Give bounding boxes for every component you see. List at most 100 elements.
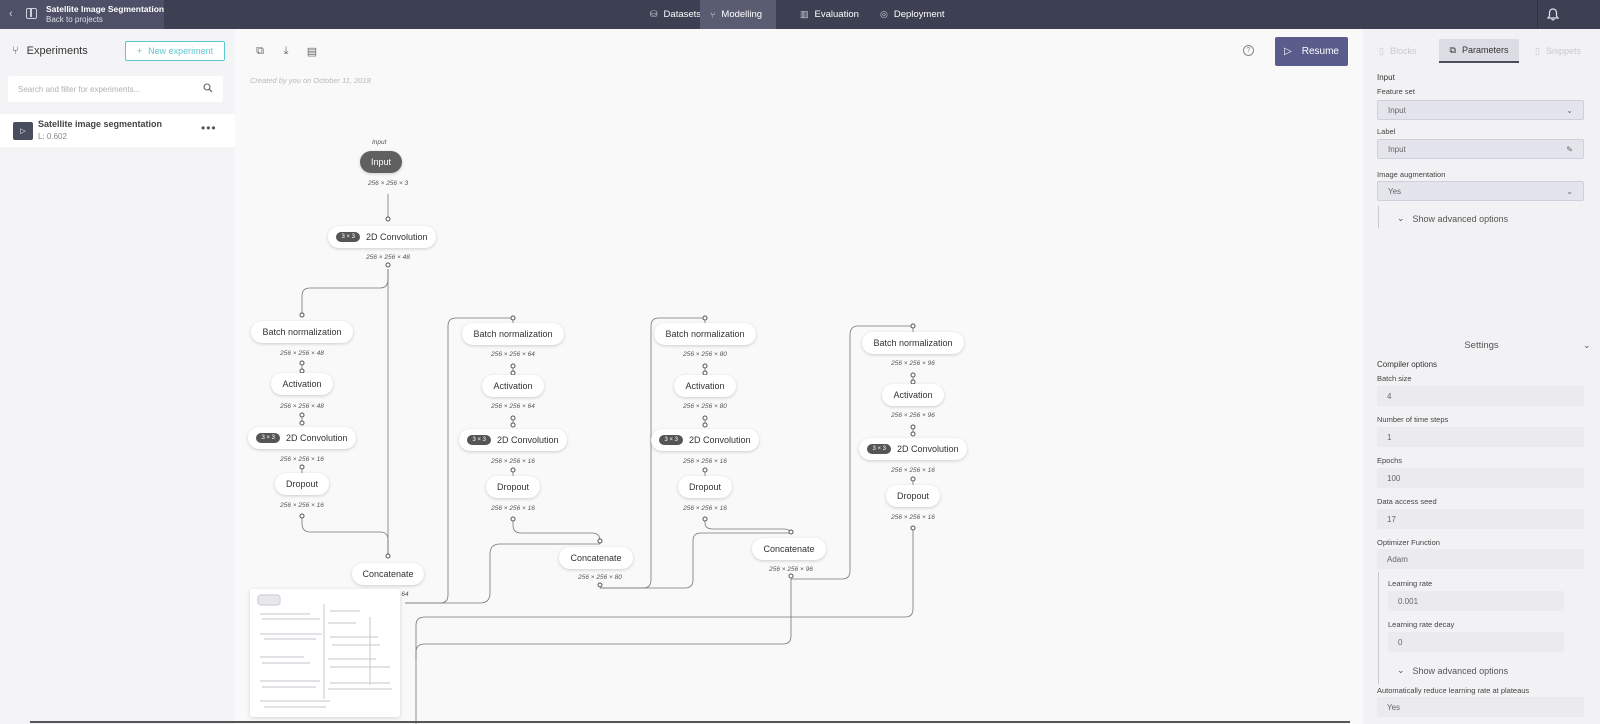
tab-label: Deployment <box>893 9 945 20</box>
tab-evaluation[interactable]: ▥ Evaluation <box>790 0 869 29</box>
dimension-label: 256 × 256 × 80 <box>683 403 727 410</box>
more-options-icon[interactable]: ••• <box>201 121 217 135</box>
batch-normalization-node[interactable]: Batch normalization <box>862 332 964 354</box>
horizontal-scrollbar[interactable] <box>30 721 1350 723</box>
show-advanced-options-toggle[interactable]: ⌄ Show advanced options <box>1397 665 1508 676</box>
new-experiment-button[interactable]: + New experiment <box>125 41 225 61</box>
experiment-name: Satellite image segmentation <box>38 119 163 129</box>
kernel-badge: 3 × 3 <box>336 232 360 242</box>
feature-set-value: Input <box>1388 105 1406 115</box>
node-label: Activation <box>893 390 933 400</box>
conv2d-node[interactable]: 3 × 3 2D Convolution <box>651 429 759 451</box>
concatenate-node[interactable]: Concatenate <box>352 563 424 585</box>
batch-normalization-node[interactable]: Batch normalization <box>251 321 353 343</box>
reduce-lr-select[interactable]: Yes <box>1377 697 1584 717</box>
project-header[interactable]: ‹ Satellite Image Segmentation Back to p… <box>0 0 164 29</box>
dimension-label: 256 × 256 × 16 <box>891 467 935 474</box>
dropout-node[interactable]: Dropout <box>486 476 540 498</box>
play-icon: ▷ <box>1284 46 1292 57</box>
dimension-label: 256 × 256 × 64 <box>491 403 535 410</box>
input-node[interactable]: Input <box>360 151 402 173</box>
back-to-projects-link[interactable]: Back to projects <box>46 15 103 24</box>
help-icon[interactable]: ? <box>1243 45 1254 56</box>
epochs-input[interactable]: 100 <box>1377 468 1584 488</box>
experiment-search-input[interactable]: Search and filter for experiments... <box>8 76 223 102</box>
show-advanced-label: Show advanced options <box>1412 213 1509 224</box>
label-input[interactable]: Input ✎ <box>1377 139 1584 159</box>
tab-snippets[interactable]: ▯ Snippets <box>1535 39 1581 63</box>
resume-button[interactable]: ▷ Resume <box>1275 37 1348 66</box>
tab-deployment[interactable]: ◎ Deployment <box>870 0 955 29</box>
chevron-down-icon: ⌄ <box>1566 186 1573 196</box>
learning-rate-label: Learning rate <box>1388 579 1433 588</box>
batch-normalization-node[interactable]: Batch normalization <box>462 323 564 345</box>
time-steps-label: Number of time steps <box>1377 415 1449 424</box>
node-label: Batch normalization <box>473 329 553 339</box>
node-label: 2D Convolution <box>896 444 959 454</box>
batch-normalization-node[interactable]: Batch normalization <box>654 323 756 345</box>
learning-rate-decay-input[interactable]: 0 <box>1388 632 1564 652</box>
notifications-button[interactable] <box>1537 0 1567 29</box>
tab-blocks[interactable]: ▯ Blocks <box>1379 39 1416 63</box>
play-icon[interactable]: ▷ <box>13 122 33 140</box>
conv2d-node[interactable]: 3 × 3 2D Convolution <box>459 429 567 451</box>
dimension-label: 256 × 256 × 16 <box>891 514 935 521</box>
blocks-icon: ▯ <box>1379 45 1384 56</box>
node-label: Concatenate <box>362 569 414 579</box>
feature-set-select[interactable]: Input ⌄ <box>1377 100 1584 120</box>
right-panel: ▯ Blocks ⧉ Parameters ▯ Snippets Input F… <box>1363 29 1600 724</box>
snippets-icon: ▯ <box>1535 45 1540 56</box>
dropout-node[interactable]: Dropout <box>678 476 732 498</box>
search-icon <box>203 83 213 95</box>
activation-node[interactable]: Activation <box>271 373 333 395</box>
dropout-node[interactable]: Dropout <box>886 485 940 507</box>
copy-icon[interactable]: ⧉ <box>256 44 264 57</box>
seed-label: Data access seed <box>1377 497 1437 506</box>
settings-header[interactable]: Settings <box>1464 340 1499 351</box>
kernel-badge: 3 × 3 <box>256 433 280 443</box>
concatenate-node[interactable]: Concatenate <box>559 547 633 569</box>
download-icon[interactable]: ⤓ <box>283 44 289 57</box>
model-canvas[interactable]: ⧉ ⤓ ▤ Created by you on October 11, 2018… <box>235 29 1363 724</box>
check-circle-icon: ◎ <box>880 9 888 19</box>
activation-node[interactable]: Activation <box>882 384 944 406</box>
chevron-down-icon[interactable]: ⌄ <box>1583 340 1591 350</box>
tab-parameters[interactable]: ⧉ Parameters <box>1439 39 1519 63</box>
optimizer-select[interactable]: Adam <box>1377 549 1584 569</box>
conv2d-node[interactable]: 3 × 3 2D Convolution <box>248 427 356 449</box>
node-label: Concatenate <box>763 544 815 554</box>
connection-wires <box>299 194 916 724</box>
map-icon[interactable]: ▤ <box>306 45 318 58</box>
resume-label: Resume <box>1301 46 1339 57</box>
tab-modelling[interactable]: ⑂ Modelling <box>700 0 776 29</box>
branch-icon: ⑂ <box>710 9 716 20</box>
canvas-minimap[interactable] <box>250 589 400 717</box>
learning-rate-input[interactable]: 0.001 <box>1388 591 1564 611</box>
time-steps-input[interactable]: 1 <box>1377 427 1584 447</box>
activation-node[interactable]: Activation <box>674 375 736 397</box>
activation-node[interactable]: Activation <box>482 375 544 397</box>
dimension-label: 256 × 256 × 96 <box>769 566 813 573</box>
kernel-badge: 3 × 3 <box>867 444 891 454</box>
dimension-label: 256 × 256 × 64 <box>491 351 535 358</box>
concatenate-node[interactable]: Concatenate <box>752 538 826 560</box>
tab-datasets[interactable]: ⛁ Datasets <box>640 0 711 29</box>
experiments-icon: ⑂ <box>12 45 19 57</box>
indent-line <box>1378 572 1379 684</box>
node-label: Batch normalization <box>665 329 745 339</box>
show-advanced-options-toggle[interactable]: ⌄ Show advanced options <box>1397 213 1508 224</box>
conv2d-node[interactable]: 3 × 3 2D Convolution <box>859 438 967 460</box>
kernel-badge: 3 × 3 <box>659 435 683 445</box>
augmentation-label: Image augmentation <box>1377 170 1446 179</box>
search-placeholder: Search and filter for experiments... <box>18 84 141 94</box>
conv2d-node[interactable]: 3 × 3 2D Convolution <box>328 226 436 248</box>
compiler-options-title: Compiler options <box>1377 360 1438 369</box>
label-label: Label <box>1377 127 1396 136</box>
chevron-left-icon[interactable]: ‹ <box>9 8 13 20</box>
batch-size-input[interactable]: 4 <box>1377 386 1584 406</box>
augmentation-select[interactable]: Yes ⌄ <box>1377 181 1584 201</box>
experiment-list-item[interactable]: ▷ Satellite image segmentation L: 0.602 … <box>0 114 235 147</box>
seed-input[interactable]: 17 <box>1377 509 1584 529</box>
dimension-label: 256 × 256 × 80 <box>683 351 727 358</box>
dropout-node[interactable]: Dropout <box>275 473 329 495</box>
